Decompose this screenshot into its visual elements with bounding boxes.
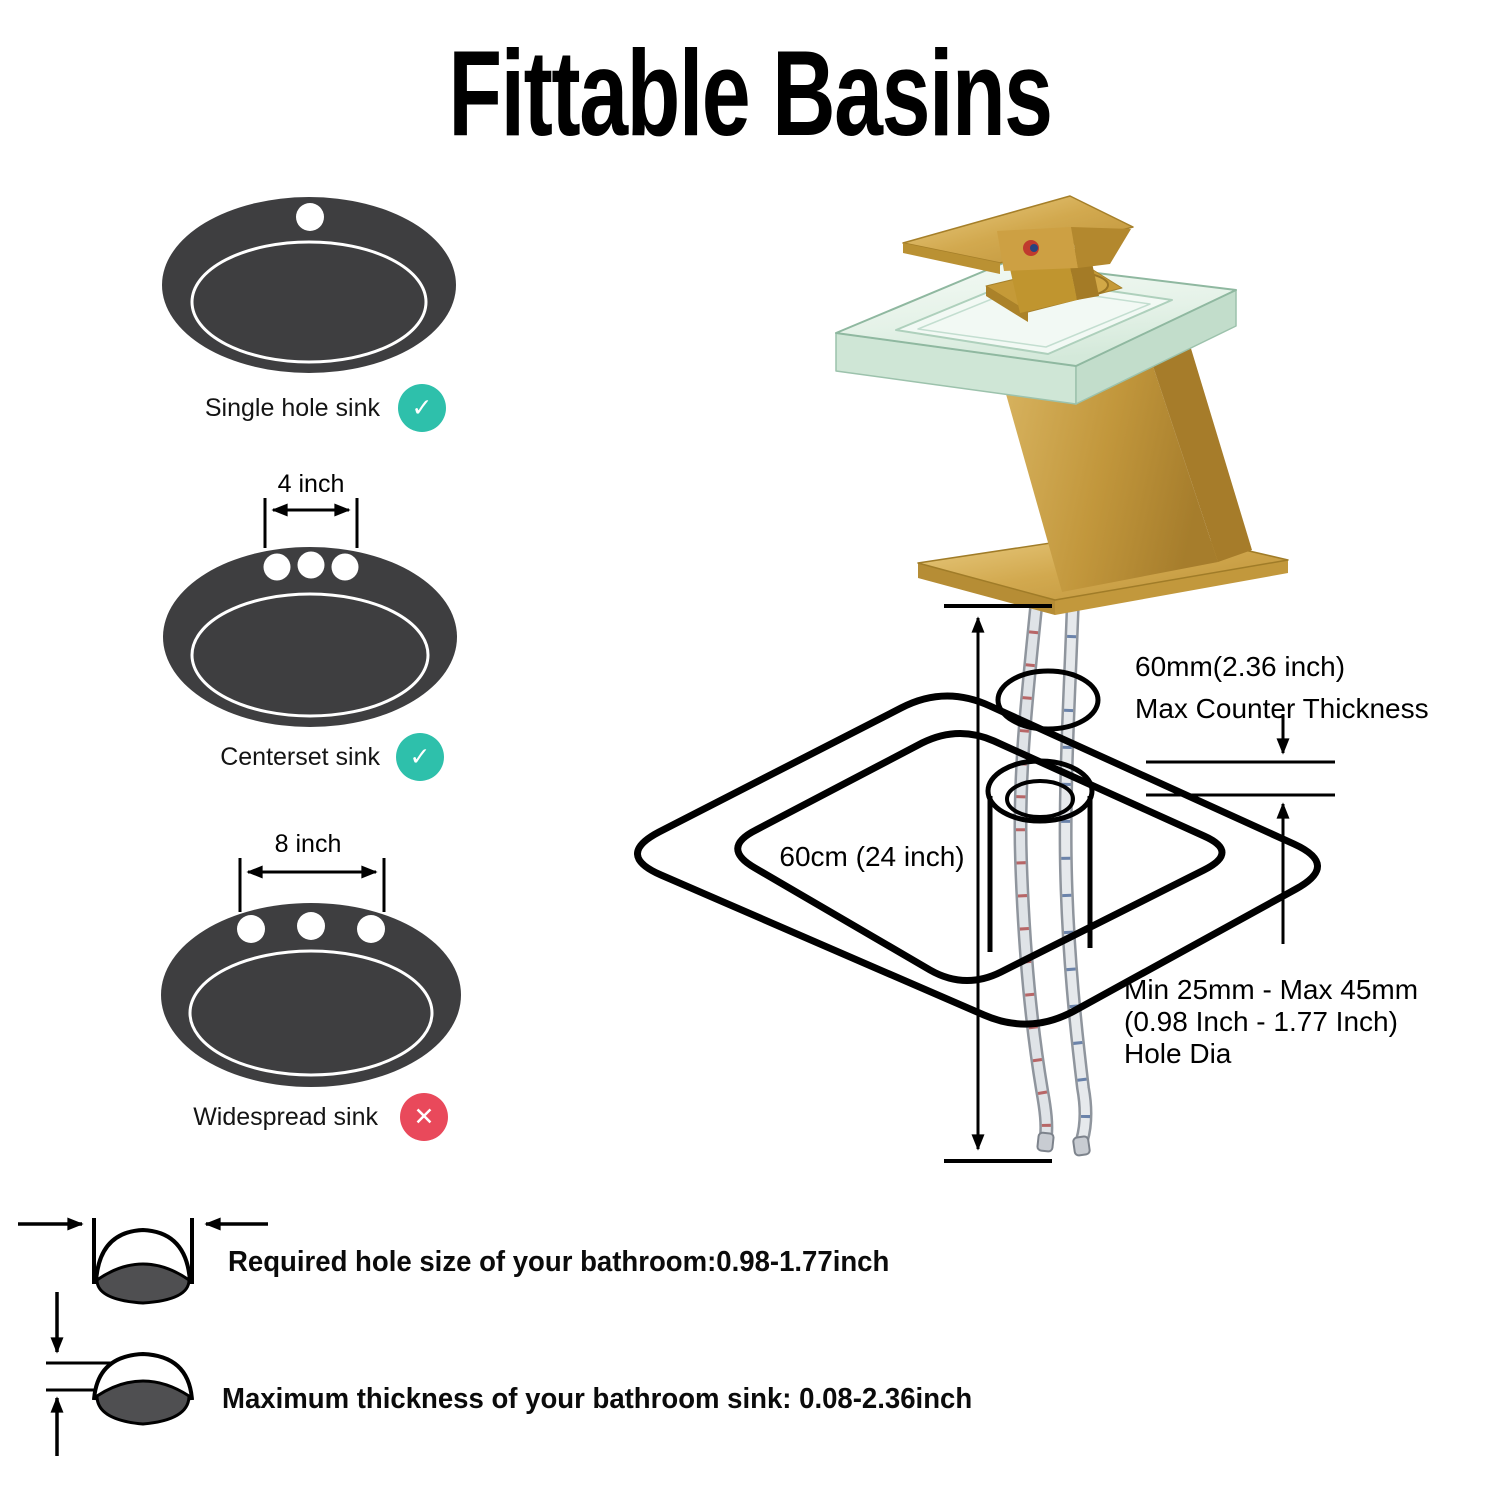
supply-hoses <box>1013 597 1093 1157</box>
widespread-spacing-label: 8 inch <box>274 830 342 858</box>
hole-diameter-range-label: Min 25mm - Max 45mm <box>1124 974 1419 1005</box>
max-thickness-caption-label: Max Counter Thickness <box>1135 693 1429 724</box>
glass-spout <box>835 261 1237 405</box>
centerset-spacing-label: 4 inch <box>277 470 345 498</box>
sink-label-widespread: Widespread sink <box>193 1103 378 1131</box>
hole-diameter-caption-label: Hole Dia <box>1124 1038 1232 1069</box>
install-diagram <box>634 604 1335 1163</box>
faucet-handle <box>902 195 1134 322</box>
check-icon: ✓ <box>396 733 444 781</box>
sink-thickness-icon <box>46 1292 194 1456</box>
sink-label-centerset: Centerset sink <box>220 743 380 771</box>
max-thickness-value-label: 60mm(2.36 inch) <box>1135 651 1346 682</box>
faucet-body <box>1002 332 1252 592</box>
max-sink-thickness-text: Maximum thickness of your bathroom sink:… <box>222 1383 973 1415</box>
page-title: Fittable Basins <box>448 25 1053 161</box>
hole-diameter-inch-label: (0.98 Inch - 1.77 Inch) <box>1124 1006 1398 1037</box>
check-icon: ✓ <box>398 384 446 432</box>
required-hole-size-text: Required hole size of your bathroom:0.98… <box>228 1246 890 1278</box>
counter-width-label: 60cm (24 inch) <box>779 841 965 872</box>
hole-size-icon <box>18 1217 268 1305</box>
sink-label-single-hole: Single hole sink <box>204 394 380 422</box>
faucet-photo <box>835 195 1289 1157</box>
cross-icon: ✕ <box>400 1093 448 1141</box>
widespread-sink-graphic <box>161 858 461 1087</box>
centerset-sink-graphic <box>163 498 457 727</box>
single-hole-sink-graphic <box>162 197 456 373</box>
